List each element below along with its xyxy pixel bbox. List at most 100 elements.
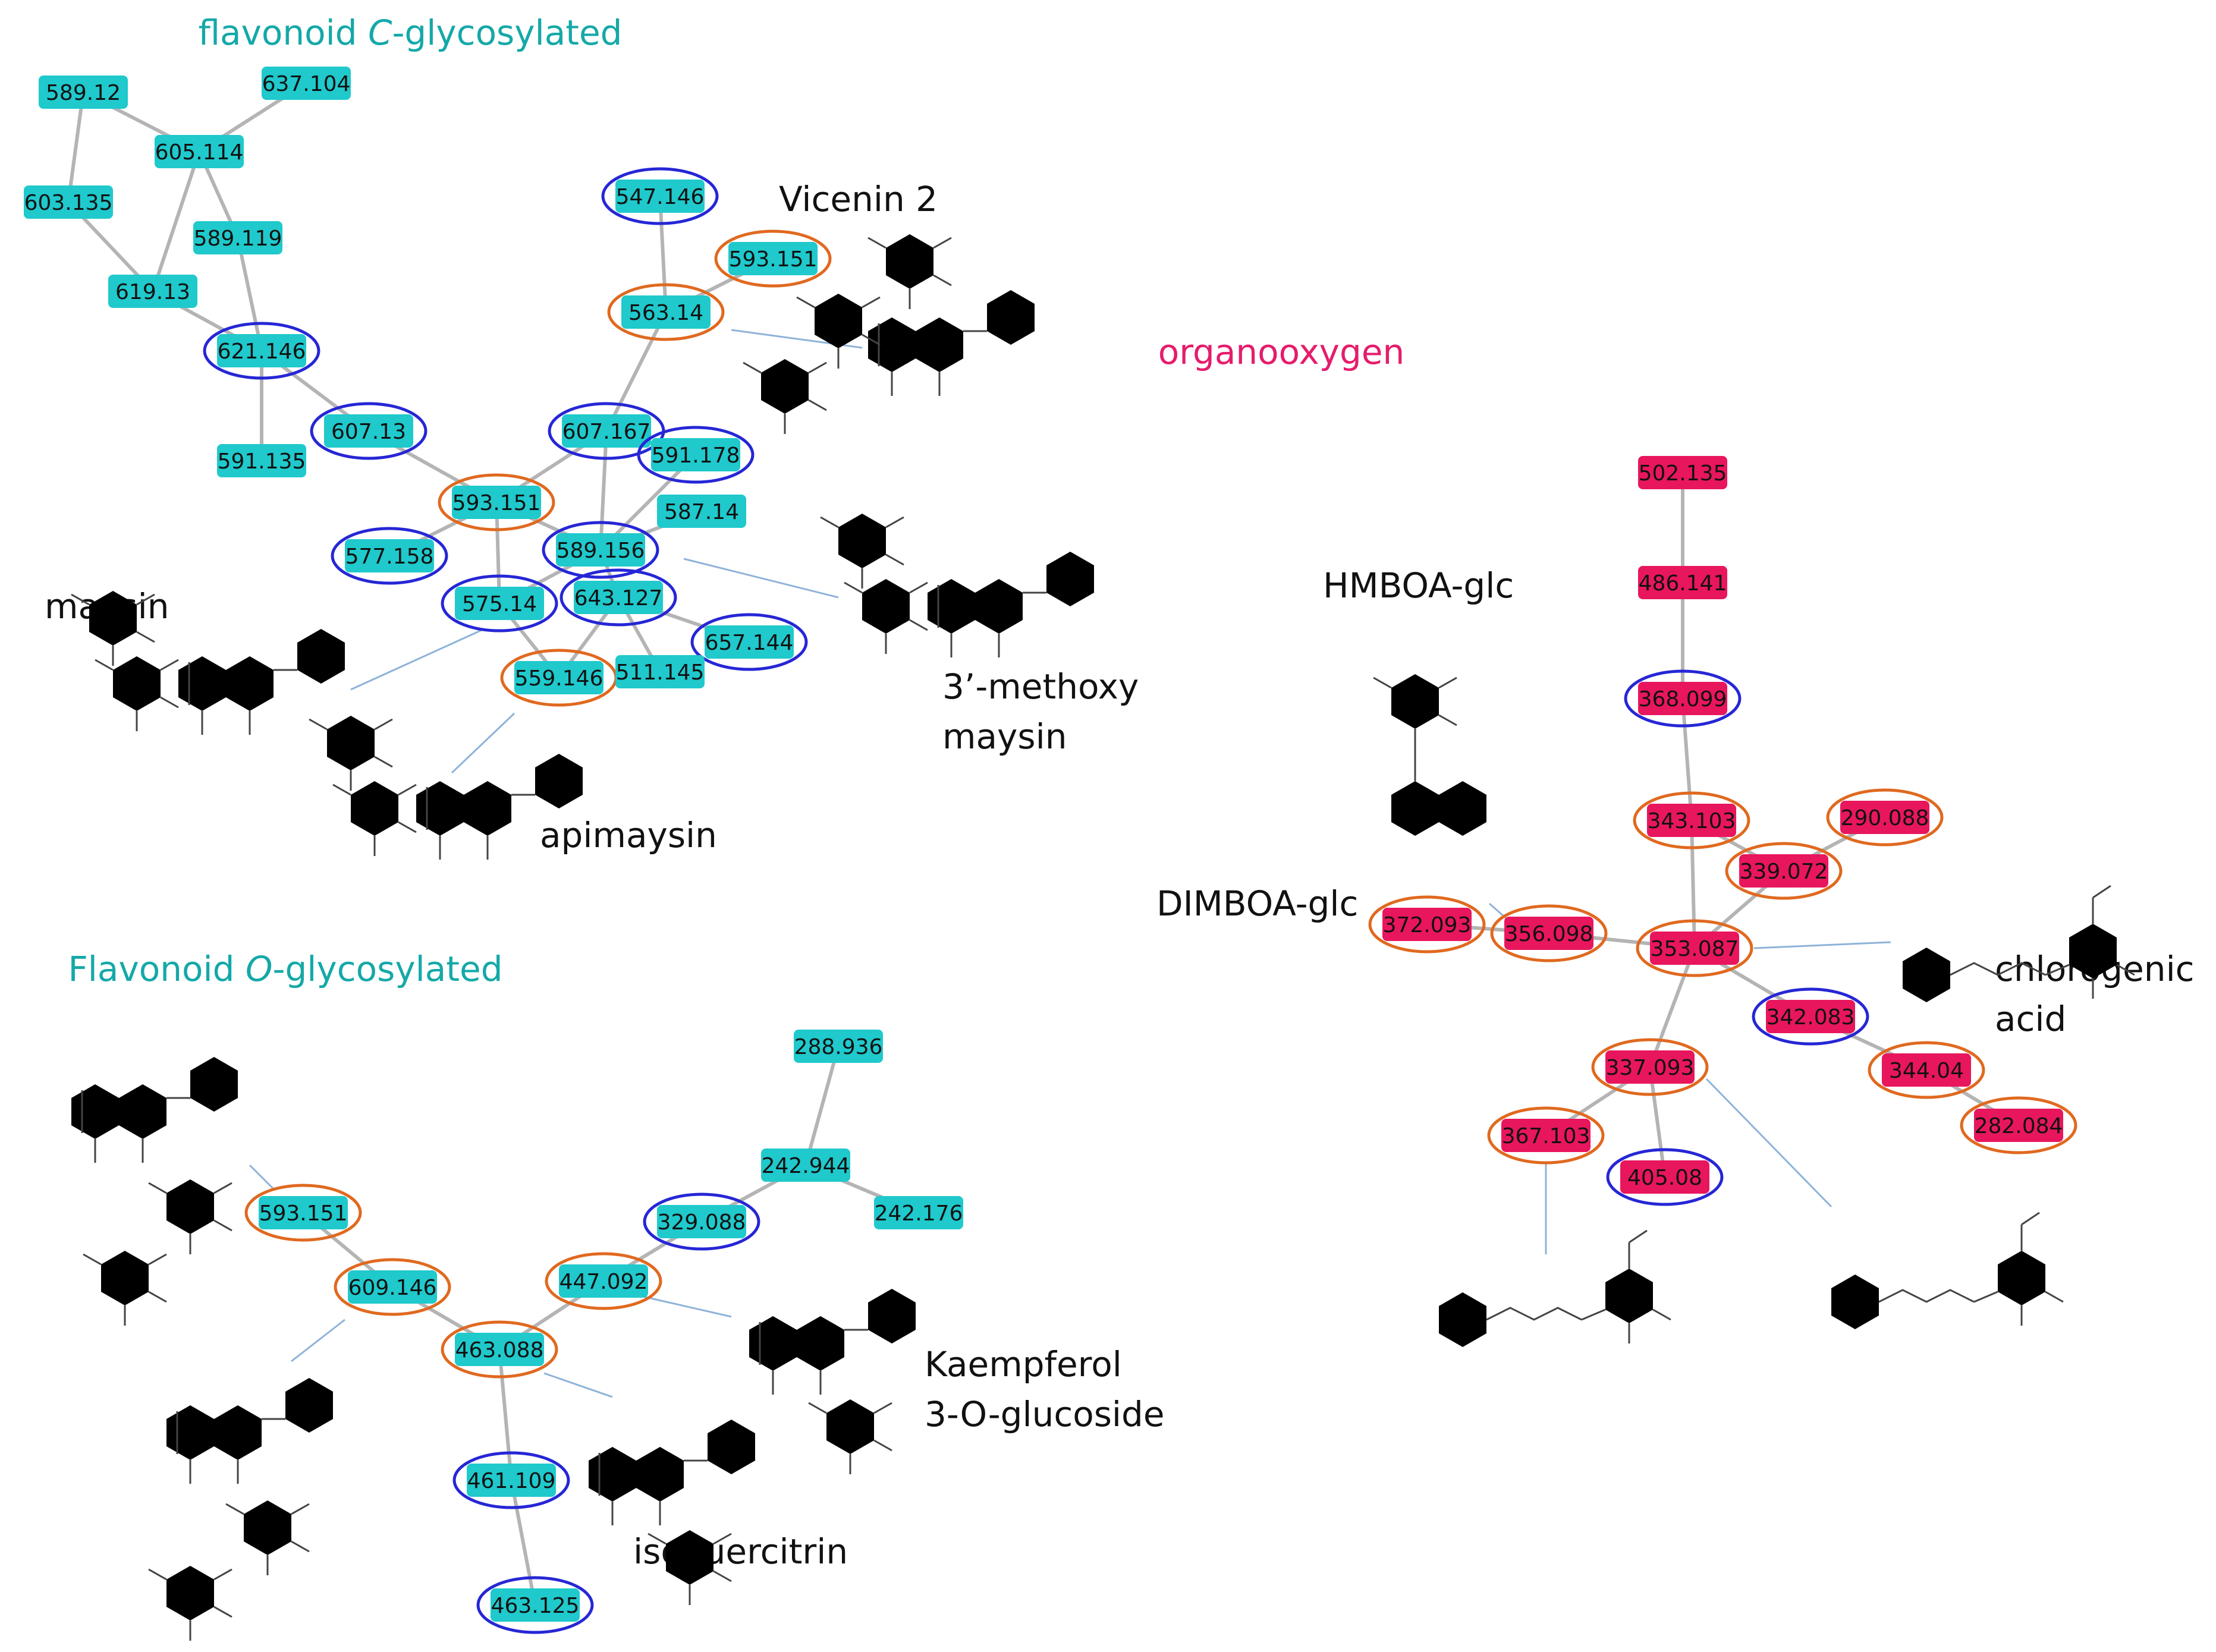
network-node[interactable]: 342.083: [1752, 987, 1869, 1046]
network-edge: [1690, 819, 1696, 950]
network-node[interactable]: 288.936: [794, 1030, 883, 1063]
node-box: [562, 414, 651, 448]
node-label: 447.092: [559, 1270, 648, 1294]
node-box: [1638, 682, 1727, 715]
network-node[interactable]: 593.151: [714, 229, 832, 288]
node-box: [455, 587, 544, 620]
network-node[interactable]: 344.04: [1868, 1041, 1985, 1099]
network-node[interactable]: 563.14: [607, 283, 725, 341]
network-node[interactable]: 657.144: [690, 613, 808, 671]
blue-annotation-ring: [310, 402, 428, 460]
network-node[interactable]: 242.944: [761, 1148, 850, 1182]
blue-annotation-ring: [331, 527, 448, 585]
network-edge: [599, 429, 608, 552]
structure-pointer-line: [249, 1164, 275, 1190]
node-label: 337.093: [1606, 1056, 1695, 1080]
blue-annotation-ring: [1752, 987, 1869, 1046]
network-node[interactable]: 603.135: [24, 185, 113, 219]
structure-pointer-line: [350, 629, 482, 691]
network-node[interactable]: 587.14: [657, 495, 746, 528]
network-node[interactable]: 577.158: [331, 527, 448, 585]
network-node[interactable]: 593.151: [438, 473, 555, 531]
network-node[interactable]: 609.146: [334, 1258, 451, 1316]
node-label: 575.14: [462, 592, 537, 616]
network-edge: [605, 310, 668, 433]
network-node[interactable]: 575.14: [441, 574, 558, 633]
node-label: 353.087: [1651, 937, 1739, 961]
node-box: [1882, 1053, 1971, 1087]
network-node[interactable]: 637.104: [262, 67, 351, 100]
node-label: 461.109: [467, 1469, 556, 1493]
node-box: [1650, 932, 1739, 965]
network-node[interactable]: 619.13: [108, 275, 197, 308]
blue-annotation-ring: [559, 568, 677, 627]
node-box: [1647, 804, 1736, 837]
node-box: [728, 242, 818, 275]
node-box: [615, 655, 705, 688]
node-box: [1501, 1119, 1591, 1152]
node-box: [1638, 566, 1727, 599]
network-node[interactable]: 547.146: [601, 167, 719, 225]
network-node[interactable]: 242.176: [874, 1196, 963, 1229]
network-node[interactable]: 502.135: [1638, 456, 1727, 489]
node-box: [108, 275, 197, 308]
network-node[interactable]: 511.145: [615, 655, 705, 688]
hmboa-glc-structure: [1373, 674, 1486, 836]
node-box: [491, 1588, 580, 1622]
network-node[interactable]: 589.12: [39, 75, 128, 109]
node-box: [348, 1270, 437, 1304]
network-node[interactable]: 405.08: [1606, 1148, 1724, 1206]
blue-annotation-ring: [690, 613, 808, 671]
network-node[interactable]: 486.141: [1638, 566, 1727, 599]
network-node[interactable]: 356.098: [1490, 904, 1608, 962]
node-label: 577.158: [345, 545, 434, 569]
network-edge: [1648, 946, 1696, 1069]
network-node[interactable]: 607.13: [310, 402, 428, 460]
kaempferol-glucoside-structure: [749, 1289, 916, 1474]
coumaroylquinic-acid-structure: [1831, 1213, 2063, 1329]
node-box: [452, 486, 541, 519]
network-node[interactable]: 605.114: [155, 135, 244, 168]
network-node[interactable]: 447.092: [545, 1252, 662, 1310]
network-node[interactable]: 353.087: [1636, 919, 1753, 977]
network-node[interactable]: 290.088: [1826, 788, 1944, 847]
network-node[interactable]: 282.084: [1960, 1096, 2077, 1154]
network-node[interactable]: 559.146: [500, 649, 618, 707]
network-edge: [1681, 697, 1693, 822]
network-node[interactable]: 368.099: [1624, 669, 1742, 728]
network-node[interactable]: 463.088: [441, 1320, 558, 1379]
compound-label-dimboa: DIMBOA-glc: [1156, 883, 1358, 924]
network-node[interactable]: 343.103: [1633, 791, 1750, 849]
network-edge: [804, 1044, 840, 1167]
structure-pointer-line: [683, 558, 839, 599]
node-label: 603.135: [24, 191, 113, 215]
network-node[interactable]: 607.167: [548, 402, 665, 460]
network-node[interactable]: 593.151: [244, 1184, 362, 1242]
network-node[interactable]: 643.127: [559, 568, 677, 627]
node-label: 593.151: [729, 247, 818, 272]
network-node[interactable]: 461.109: [452, 1451, 570, 1509]
network-node[interactable]: 337.093: [1591, 1038, 1709, 1096]
orange-annotation-ring: [334, 1258, 451, 1316]
network-node[interactable]: 329.088: [643, 1192, 760, 1251]
node-box: [455, 1333, 544, 1366]
network-node[interactable]: 367.103: [1487, 1106, 1605, 1165]
network-node[interactable]: 339.072: [1725, 842, 1843, 900]
node-box: [1605, 1050, 1695, 1084]
node-box: [657, 495, 746, 528]
node-label: 607.13: [331, 420, 406, 444]
network-node[interactable]: 589.119: [193, 221, 282, 254]
network-node[interactable]: 621.146: [203, 322, 320, 380]
network-node[interactable]: 589.156: [542, 521, 659, 579]
network-node[interactable]: 591.135: [217, 444, 306, 477]
network-node[interactable]: 591.178: [637, 426, 755, 484]
feruloylquinic-acid-structure: [1439, 1231, 1671, 1347]
network-node[interactable]: 372.093: [1368, 895, 1486, 954]
orange-annotation-ring: [441, 1320, 558, 1379]
network-node[interactable]: 463.125: [476, 1576, 594, 1634]
node-label: 619.13: [115, 280, 190, 304]
blue-annotation-ring: [637, 426, 755, 484]
network-edge: [498, 1348, 513, 1482]
